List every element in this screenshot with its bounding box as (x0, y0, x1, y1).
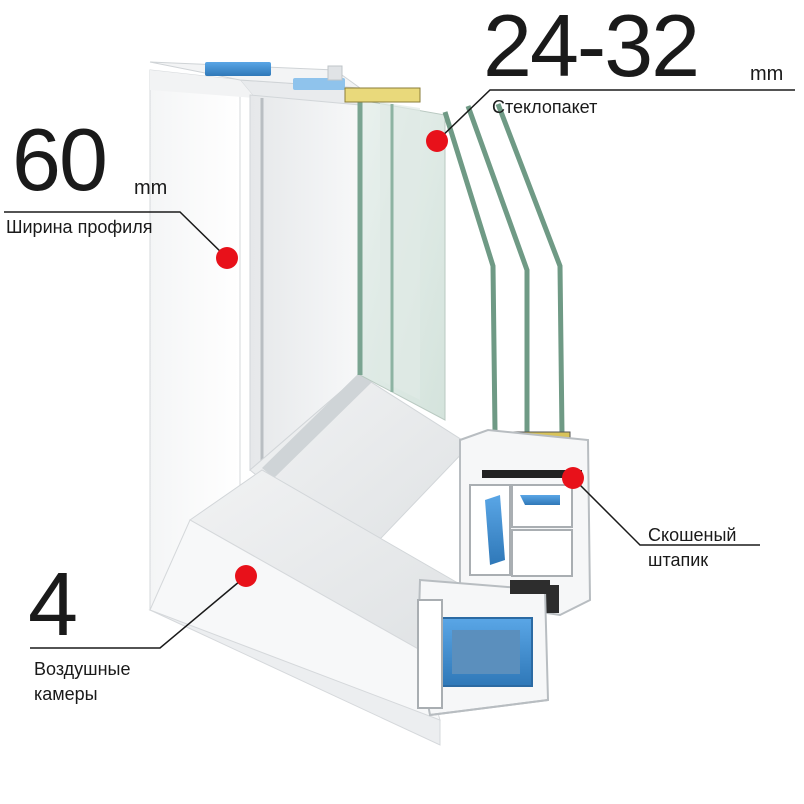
bead-label-line2: штапик (648, 550, 709, 570)
glass-label: Стеклопакет (492, 97, 598, 117)
chambers-count-value: 4 (28, 555, 78, 655)
chambers-label-line2: камеры (34, 684, 98, 704)
profile-section (416, 428, 592, 717)
sash (149, 94, 471, 721)
markers (216, 130, 584, 587)
bead-label-line1: Скошеный (648, 525, 737, 545)
profile-width-unit: mm (134, 177, 168, 199)
bead-marker (562, 467, 584, 489)
profile-leader (4, 211, 228, 259)
leader-lines (4, 89, 795, 649)
profile-marker (216, 247, 238, 269)
chambers-leader (30, 575, 247, 649)
top-cut-face (149, 61, 362, 90)
profile-width-value: 60 (12, 110, 108, 209)
chambers-marker (235, 565, 257, 587)
glass-thickness-unit: mm (750, 63, 784, 85)
profile-label: Ширина профиля (6, 217, 153, 237)
glass-marker (426, 130, 448, 152)
bead-leader (572, 477, 760, 546)
glass-leader (436, 89, 795, 142)
glass-thickness-value: 24-32 (483, 0, 700, 95)
chambers-label-line1: Воздушные (34, 659, 131, 679)
